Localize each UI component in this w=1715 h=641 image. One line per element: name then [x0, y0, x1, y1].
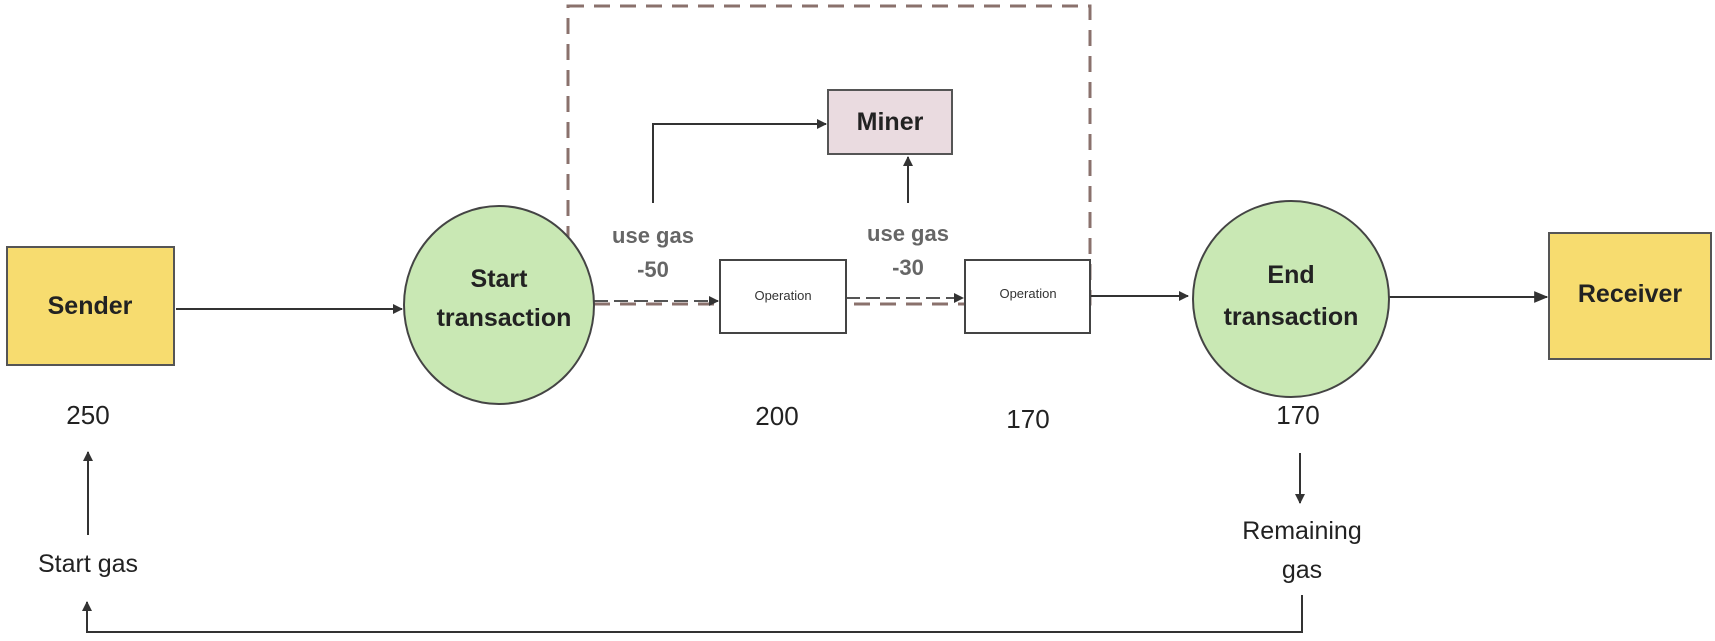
receiver-label: Receiver [1578, 280, 1683, 308]
sender-label: Sender [48, 292, 133, 320]
gas-value-operation-2: 170 [1006, 404, 1049, 434]
gas-value-end: 170 [1276, 400, 1319, 430]
end-transaction-node: End transaction [1192, 200, 1390, 398]
start-transaction-label-line1: Start [471, 265, 529, 293]
start-transaction-label-line2: transaction [437, 304, 572, 332]
operation-1-label: Operation [754, 288, 811, 303]
operation-box-1: Operation [719, 259, 847, 334]
miner-node: Miner [827, 89, 953, 155]
end-transaction-label-line1: End [1267, 261, 1314, 289]
gas-value-operation-1: 200 [755, 401, 798, 431]
arrow-use-gas-50-to-miner [652, 119, 827, 203]
remaining-gas-label-line1: Remaining [1242, 517, 1362, 545]
arrow-remaining-to-start-gas [82, 595, 1303, 633]
sender-node: Sender [6, 246, 175, 366]
use-gas-50-line2: -50 [637, 257, 669, 282]
operation-box-2: Operation [964, 259, 1091, 334]
use-gas-50-line1: use gas [612, 223, 694, 248]
receiver-node: Receiver [1548, 232, 1712, 360]
start-transaction-node: Start transaction [403, 205, 595, 405]
remaining-gas-label-line2: gas [1282, 556, 1322, 584]
use-gas-30-line1: use gas [867, 221, 949, 246]
start-gas-label: Start gas [38, 550, 138, 578]
miner-label: Miner [857, 108, 924, 136]
use-gas-30-line2: -30 [892, 255, 924, 280]
gas-value-sender: 250 [66, 400, 109, 430]
end-transaction-label-line2: transaction [1224, 303, 1359, 331]
operation-2-label: Operation [999, 286, 1056, 301]
